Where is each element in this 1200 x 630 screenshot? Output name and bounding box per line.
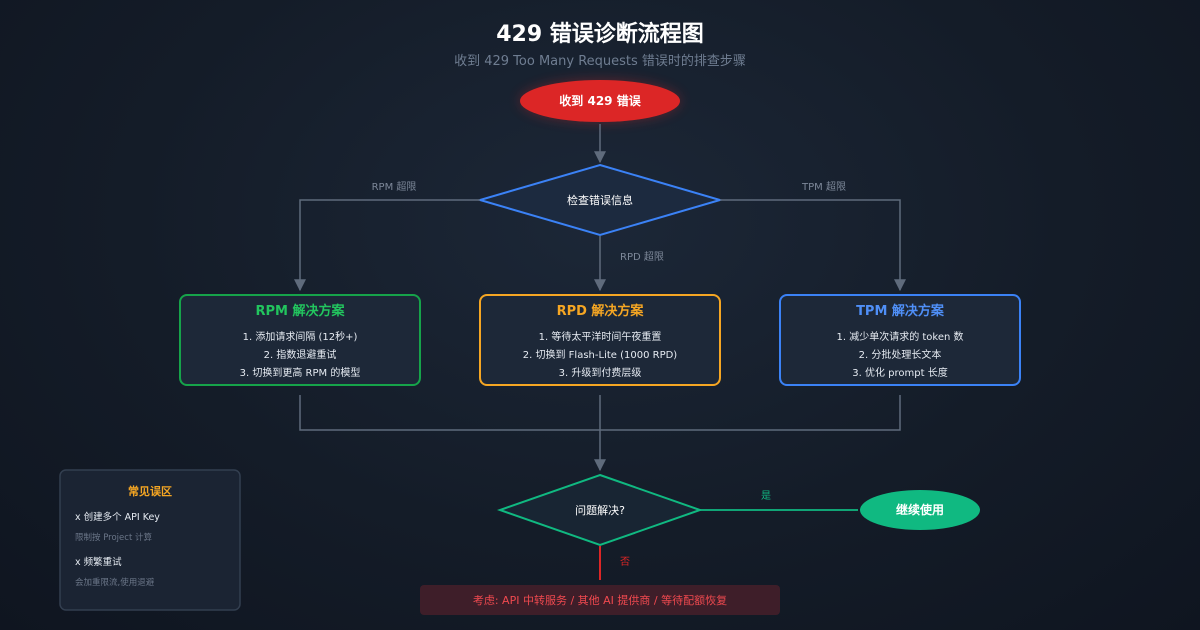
edge-label-yes: 是: [761, 490, 771, 502]
continue-node-label: 继续使用: [896, 502, 944, 517]
misconception-note: 会加重限流,使用退避: [75, 577, 155, 588]
misconceptions-panel: 常见误区 x 创建多个 API Key 限制按 Project 计算 x 频繁重…: [59, 469, 241, 611]
fallback-box: 考虑: API 中转服务 / 其他 AI 提供商 / 等待配额恢复: [420, 585, 780, 615]
rpd-step: 3. 升级到付费层级: [559, 366, 642, 379]
page-subtitle: 收到 429 Too Many Requests 错误时的排查步骤: [454, 53, 746, 69]
fallback-label: 考虑: API 中转服务 / 其他 AI 提供商 / 等待配额恢复: [473, 593, 727, 607]
rpd-step: 1. 等待太平洋时间午夜重置: [539, 330, 662, 343]
edge-tpm: [720, 199, 906, 292]
resolved-decision-label: 问题解决?: [575, 503, 625, 517]
start-node: 收到 429 错误: [520, 80, 680, 122]
misconception-note: 限制按 Project 计算: [75, 532, 152, 543]
rpd-solution-box: RPD 解决方案 1. 等待太平洋时间午夜重置 2. 切换到 Flash-Lit…: [479, 294, 721, 386]
rpm-step: 2. 指数退避重试: [264, 348, 337, 361]
rpd-solution-title: RPD 解决方案: [557, 303, 645, 319]
edge-label-rpm: RPM 超限: [372, 180, 417, 193]
tpm-solution-title: TPM 解决方案: [856, 303, 945, 319]
edge-label-no: 否: [620, 556, 630, 568]
resolved-decision-node: 问题解决?: [496, 473, 704, 547]
edge-rpm: [294, 199, 480, 292]
edge-label-tpm: TPM 超限: [801, 180, 846, 193]
rpm-step: 3. 切换到更高 RPM 的模型: [240, 366, 361, 379]
rpm-step: 1. 添加请求间隔 (12秒+): [243, 330, 358, 343]
rpm-solution-title: RPM 解决方案: [255, 303, 345, 319]
tpm-step: 2. 分批处理长文本: [859, 348, 942, 361]
page-title: 429 错误诊断流程图: [496, 21, 704, 47]
tpm-solution-box: TPM 解决方案 1. 减少单次请求的 token 数 2. 分批处理长文本 3…: [779, 294, 1021, 386]
misconception-item: x 创建多个 API Key: [75, 511, 160, 523]
start-node-label: 收到 429 错误: [559, 93, 641, 108]
tpm-step: 3. 优化 prompt 长度: [852, 366, 947, 379]
edge-label-rpd: RPD 超限: [620, 250, 664, 263]
tpm-step: 1. 减少单次请求的 token 数: [836, 330, 963, 343]
check-decision-label: 检查错误信息: [567, 193, 633, 207]
check-decision-node: 检查错误信息: [476, 163, 724, 237]
misconception-item: x 频繁重试: [75, 556, 122, 568]
rpd-step: 2. 切换到 Flash-Lite (1000 RPD): [523, 348, 678, 361]
rpm-solution-box: RPM 解决方案 1. 添加请求间隔 (12秒+) 2. 指数退避重试 3. 切…: [179, 294, 421, 386]
continue-node: 继续使用: [860, 490, 980, 530]
misconceptions-title: 常见误区: [128, 484, 172, 498]
